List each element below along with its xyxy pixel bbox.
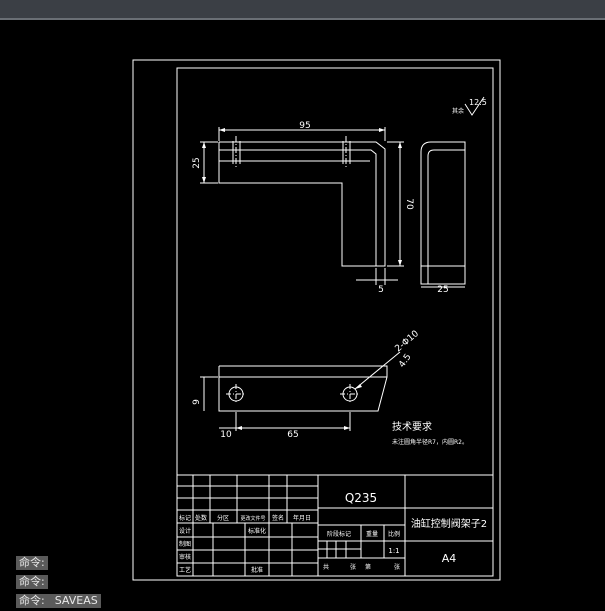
inner-frame [176,67,494,577]
tech-notes-title: 技术要求 [392,420,432,433]
dim-hole-spacing: 65 [287,430,298,440]
dim-bottom-height: 9 [192,399,202,405]
dim-hole-diameter: 2-Φ10 [394,329,422,355]
roughness-label: 其余 [452,107,464,115]
front-view [200,127,404,285]
tb-label-process: 工艺 [179,566,191,574]
side-view [420,141,466,288]
outer-frame [132,59,501,581]
dim-hole-offset: 10 [220,430,232,440]
tb-label-page-suffix: 张 [394,563,400,571]
dim-left-height: 25 [192,157,202,168]
cad-drawing: 95 25 70 5 25 2-Φ10 4.5 9 10 65 12.5 其余 … [132,59,501,581]
dim-thickness: 5 [378,285,384,295]
command-history-line-1: 命令: [16,556,48,570]
tb-label-standard: 标准化 [248,527,266,535]
dim-right-height: 70 [404,198,414,210]
roughness-symbol [464,96,485,116]
scale-value: 1:1 [388,547,399,555]
drawing-canvas[interactable]: 95 25 70 5 25 2-Φ10 4.5 9 10 65 12.5 其余 … [0,20,605,607]
dim-hole-depth: 4.5 [397,352,413,369]
part-name: 油缸控制阀架子2 [411,517,487,530]
window-title-bar [0,0,605,20]
tb-label-total: 共 [323,563,329,571]
title-block [176,474,494,577]
bottom-view [200,351,401,431]
tb-label-review: 审核 [179,553,191,561]
command-history-line-2: 命令: [16,575,48,589]
tb-label-page: 第 [365,563,371,571]
tb-label-count: 处数 [195,514,207,522]
roughness-value: 12.5 [469,98,487,107]
tb-label-change-doc: 更改文件号 [240,515,265,522]
dim-side-width: 25 [437,285,448,295]
dim-top-length: 95 [299,121,310,131]
tech-notes-line1: 未注圆角半径R7，内圆R2。 [392,438,468,446]
command-value: SAVEAS [54,594,98,607]
tb-label-zone: 分区 [217,514,229,522]
tb-label-ratio: 比例 [388,530,400,538]
tb-label-draw: 制图 [179,540,191,548]
tb-label-sheet: 张 [350,563,356,571]
tb-label-date: 年月日 [293,514,311,522]
command-input-line[interactable]: 命令:SAVEAS [16,594,101,608]
tb-label-stage: 阶段标记 [327,530,351,538]
material-label: Q235 [345,491,377,505]
tb-label-approve: 批准 [251,566,263,574]
paper-size: A4 [442,552,457,565]
tb-label-weight: 重量 [366,530,378,538]
tb-label-sign: 签名 [272,514,284,522]
tb-label-mark: 标记 [179,514,191,522]
tb-label-design: 设计 [179,527,191,535]
